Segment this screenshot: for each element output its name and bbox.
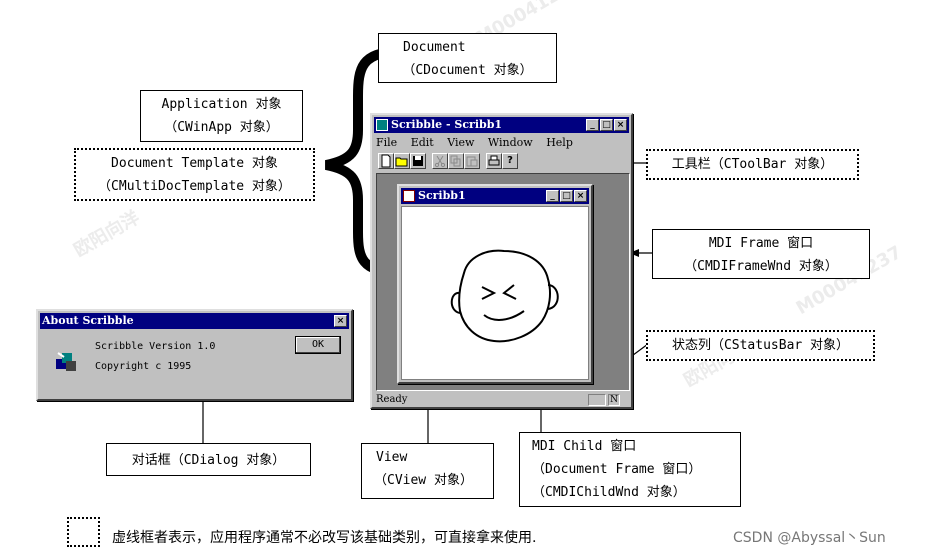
new-doc-icon[interactable]	[378, 153, 394, 169]
credit-text: CSDN @Abyssal丶Sun	[733, 530, 886, 546]
child-minimize-button[interactable]: _	[546, 190, 559, 202]
child-titlebar[interactable]: Scribb1 _ □ ×	[401, 188, 589, 204]
menu-bar: File Edit View Window Help	[376, 135, 583, 151]
child-close-button[interactable]: ×	[574, 190, 587, 202]
status-panel-num: N	[608, 394, 620, 406]
child-window: Scribb1 _ □ ×	[397, 184, 593, 384]
menu-edit[interactable]: Edit	[410, 136, 434, 149]
label-mdi-child: MDI Child 窗口 （Document Frame 窗口） （CMDICh…	[519, 432, 741, 507]
menu-help[interactable]: Help	[546, 136, 573, 149]
label-toolbar: 工具栏（CToolBar 对象）	[646, 149, 859, 180]
ok-button-label: OK	[311, 339, 325, 350]
copy-icon[interactable]	[448, 153, 464, 169]
label-dialog: 对话框（CDialog 对象）	[106, 443, 311, 476]
about-version-text: Scribble Version 1.0	[95, 341, 216, 352]
legend-text: 虚线框者表示，应用程序通常不必改写该基础类别，可直接拿来使用.	[112, 530, 537, 546]
app-icon	[376, 119, 388, 131]
child-window-title: Scribb1	[418, 189, 466, 202]
paste-icon[interactable]	[464, 153, 480, 169]
maximize-button[interactable]: □	[600, 119, 613, 131]
about-close-button[interactable]: ×	[334, 315, 347, 327]
minimize-button[interactable]: _	[586, 119, 599, 131]
about-dialog-title: About Scribble	[42, 314, 134, 327]
about-titlebar[interactable]: About Scribble ×	[40, 313, 349, 329]
mdi-client-area: Scribb1 _ □ ×	[376, 173, 630, 391]
child-maximize-button[interactable]: □	[560, 190, 573, 202]
scribble-app-icon	[54, 349, 78, 373]
label-document: Document （CDocument 对象）	[378, 33, 557, 83]
doc-icon	[403, 190, 415, 202]
label-application: Application 对象 （CWinApp 对象）	[140, 90, 303, 142]
label-statusbar: 状态列（CStatusBar 对象）	[646, 330, 875, 361]
help-icon[interactable]: ?	[502, 153, 518, 169]
curly-brace	[324, 47, 399, 277]
open-folder-icon[interactable]	[394, 153, 410, 169]
ok-button[interactable]: OK	[295, 336, 341, 354]
label-document-template: Document Template 对象 （CMultiDocTemplate …	[74, 148, 315, 201]
label-mdi-frame: MDI Frame 窗口 （CMDIFrameWnd 对象）	[652, 229, 870, 279]
menu-window[interactable]: Window	[487, 136, 533, 149]
main-titlebar[interactable]: Scribble - Scribb1 _ □ ×	[374, 117, 629, 133]
status-panel-empty	[588, 394, 606, 406]
cut-icon[interactable]	[432, 153, 448, 169]
label-view: View （CView 对象）	[361, 443, 494, 499]
main-window-title: Scribble - Scribb1	[391, 118, 503, 131]
menu-file[interactable]: File	[376, 136, 398, 149]
about-copyright-text: Copyright c 1995	[95, 361, 192, 372]
main-window: Scribble - Scribb1 _ □ × File Edit View …	[370, 113, 633, 409]
menu-view[interactable]: View	[447, 136, 475, 149]
print-icon[interactable]	[486, 153, 502, 169]
status-bar: Ready N	[376, 393, 628, 407]
status-text: Ready	[376, 394, 408, 405]
scribble-face-drawing	[450, 249, 559, 343]
save-disk-icon[interactable]	[410, 153, 426, 169]
close-button[interactable]: ×	[614, 119, 627, 131]
legend-dotted-swatch	[67, 517, 100, 547]
view-canvas[interactable]	[401, 206, 589, 380]
about-dialog: About Scribble × Scribble Version 1.0 Co…	[36, 309, 353, 401]
